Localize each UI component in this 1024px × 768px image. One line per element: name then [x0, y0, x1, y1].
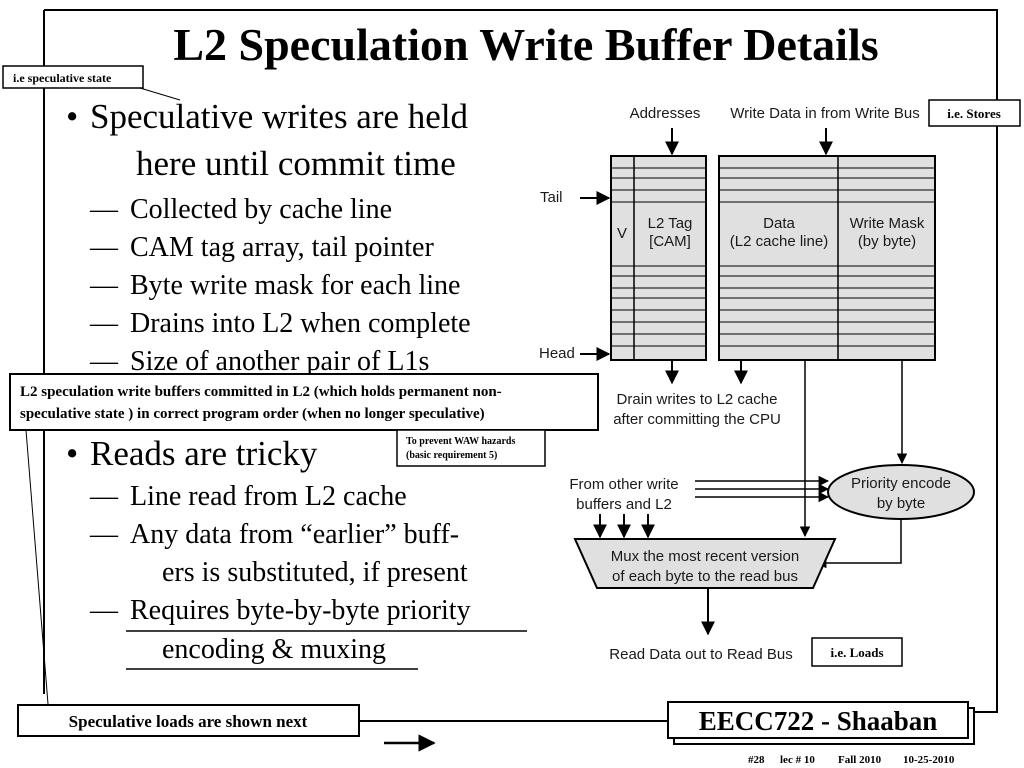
addresses-label: Addresses — [630, 105, 701, 122]
svg-text:speculative state ) in correct: speculative state ) in correct program o… — [20, 406, 485, 422]
svg-text:—: — — [89, 308, 119, 339]
bullet-text-cont: here until commit time — [136, 144, 456, 183]
svg-text:i.e speculative state: i.e speculative state — [13, 71, 112, 85]
sub-bullet: Collected by cache line — [130, 194, 392, 225]
svg-text:Speculative loads are shown ne: Speculative loads are shown next — [69, 712, 308, 731]
encoder-to-mux-arrow — [815, 519, 902, 569]
callout-waw-hazards: To prevent WAW hazards (basic requiremen… — [396, 429, 546, 467]
l2-tag-label: L2 Tag — [648, 215, 693, 232]
bullet-list-reads: • Reads are tricky — Line read from L2 c… — [66, 434, 527, 670]
svg-text:Mux the most recent version: Mux the most recent version — [611, 548, 799, 565]
svg-text:i.e. Loads: i.e. Loads — [830, 645, 883, 660]
callout-loads: i.e. Loads — [811, 637, 903, 667]
priority-encoder: Priority encode by byte — [827, 464, 975, 520]
callout-stores: i.e. Stores — [928, 99, 1021, 127]
tag-array: V L2 Tag [CAM] — [610, 155, 707, 361]
svg-text:—: — — [89, 519, 119, 550]
sub-bullet: Byte write mask for each line — [130, 270, 460, 301]
svg-text:—: — — [89, 232, 119, 263]
svg-text:(basic requirement 5): (basic requirement 5) — [406, 450, 497, 461]
slide-footer: #28 lec # 10 Fall 2010 10-25-2010 — [748, 754, 955, 766]
term-label: Fall 2010 — [838, 754, 882, 766]
bullet-dot: • — [66, 97, 78, 136]
course-badge: EECC722 - Shaaban — [667, 701, 975, 745]
svg-text:—: — — [89, 270, 119, 301]
callout-commit-in-l2: L2 speculation write buffers committed i… — [9, 373, 599, 705]
bullet-text: Speculative writes are held — [90, 97, 469, 136]
data-label: Data — [763, 215, 795, 232]
callout-speculative-state: i.e speculative state — [2, 65, 181, 101]
sub-bullet: Size of another pair of L1s — [130, 346, 429, 377]
callout-speculative-loads-next: Speculative loads are shown next — [17, 704, 360, 737]
sub-bullet: Drains into L2 when complete — [130, 308, 471, 339]
drain-label-2: after committing the CPU — [613, 411, 781, 428]
bullet-text: Reads are tricky — [90, 434, 318, 473]
svg-text:—: — — [89, 595, 119, 626]
svg-text:—: — — [89, 346, 119, 377]
svg-text:EECC722 - Shaaban: EECC722 - Shaaban — [699, 706, 938, 736]
bullet-dot: • — [66, 434, 78, 473]
write-mask-label: Write Mask — [850, 215, 925, 232]
tail-label: Tail — [540, 189, 563, 206]
by-byte-label: (by byte) — [858, 233, 916, 250]
sub-bullet-cont: encoding & muxing — [162, 634, 386, 665]
svg-text:—: — — [89, 194, 119, 225]
sub-bullet: Line read from L2 cache — [130, 481, 407, 512]
other-buffers-label: From other write — [569, 476, 678, 493]
bullet-list-writes: • Speculative writes are held here until… — [66, 97, 471, 377]
lecture-number: lec # 10 — [780, 754, 815, 766]
valid-bit-label: V — [617, 225, 627, 242]
sub-bullet: Requires byte-by-byte priority — [130, 595, 471, 626]
cam-label: [CAM] — [649, 233, 691, 250]
date-label: 10-25-2010 — [903, 754, 955, 766]
slide-frame — [43, 9, 998, 722]
cache-line-label: (L2 cache line) — [730, 233, 828, 250]
drain-label: Drain writes to L2 cache — [617, 391, 778, 408]
write-buffer-diagram: Addresses Write Data in from Write Bus i… — [539, 99, 1021, 667]
svg-text:To prevent WAW hazards: To prevent WAW hazards — [406, 436, 515, 447]
sub-bullet: CAM tag array, tail pointer — [130, 232, 434, 263]
other-buffers-label-2: buffers and L2 — [576, 496, 672, 513]
svg-text:Priority encode: Priority encode — [851, 475, 951, 492]
svg-text:of each byte to the read bus: of each byte to the read bus — [612, 568, 798, 585]
sub-bullet-cont: ers is substituted, if present — [162, 557, 468, 588]
svg-text:i.e. Stores: i.e. Stores — [947, 106, 1001, 121]
read-mux: Mux the most recent version of each byte… — [573, 538, 837, 589]
write-data-label: Write Data in from Write Bus — [730, 105, 920, 122]
svg-text:by byte: by byte — [877, 495, 925, 512]
slide-title: L2 Speculation Write Buffer Details — [173, 19, 878, 70]
sub-bullet: Any data from “earlier” buff- — [130, 519, 459, 550]
data-array: Data (L2 cache line) Write Mask (by byte… — [718, 155, 936, 361]
svg-text:L2 speculation write buffers c: L2 speculation write buffers committed i… — [20, 384, 502, 400]
head-label: Head — [539, 345, 575, 362]
read-data-label: Read Data out to Read Bus — [609, 646, 792, 663]
svg-text:—: — — [89, 481, 119, 512]
slide-number: #28 — [748, 754, 765, 766]
